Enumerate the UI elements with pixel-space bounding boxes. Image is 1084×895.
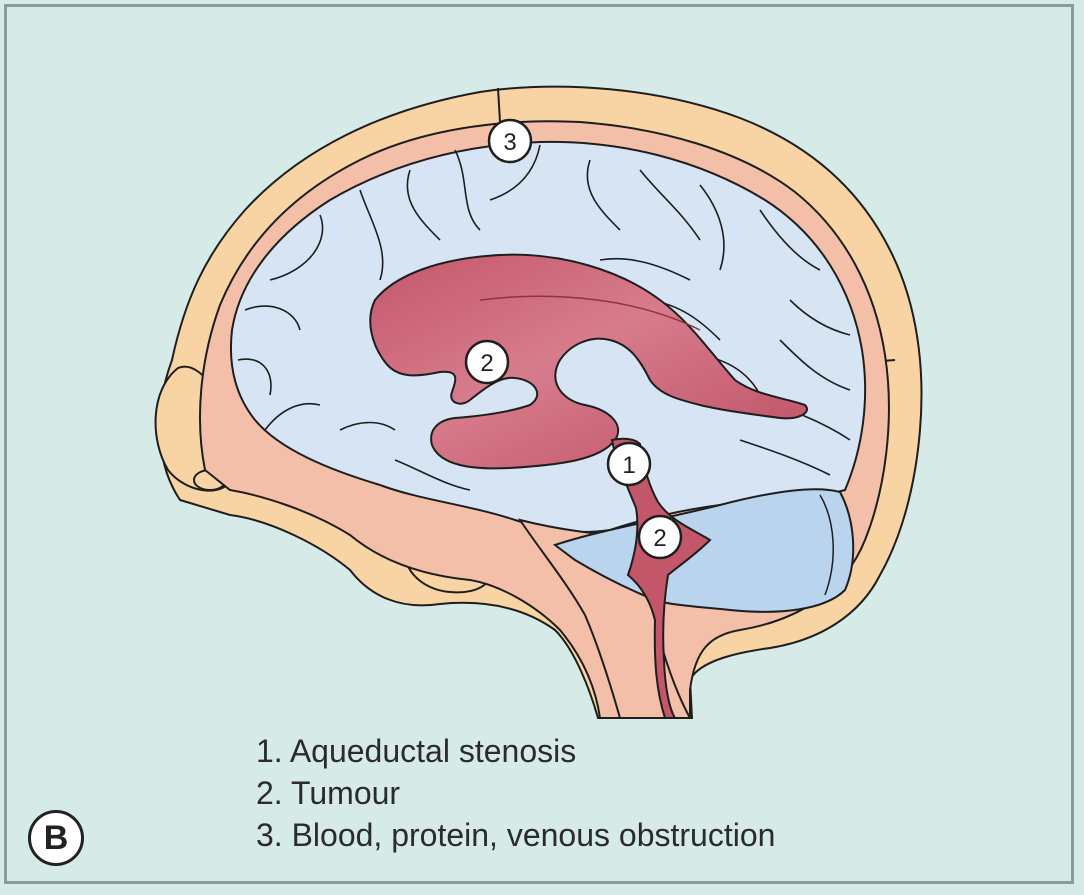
panel-label-badge: B [28, 810, 84, 866]
marker-2-ventricle: 2 [466, 341, 508, 383]
legend-item-aqueductal-stenosis: 1. Aqueductal stenosis [256, 730, 775, 772]
marker-3: 3 [489, 120, 531, 162]
legend-item-blood-protein: 3. Blood, protein, venous obstruction [256, 814, 775, 856]
marker-1: 1 [608, 443, 650, 485]
svg-text:1: 1 [622, 452, 635, 479]
legend-item-tumour: 2. Tumour [256, 772, 775, 814]
panel-label-text: B [44, 819, 69, 858]
svg-text:2: 2 [653, 525, 666, 552]
svg-text:3: 3 [503, 129, 516, 156]
legend: 1. Aqueductal stenosis 2. Tumour 3. Bloo… [256, 730, 775, 856]
marker-2-fourth-ventricle: 2 [639, 516, 681, 558]
svg-text:2: 2 [480, 350, 493, 377]
